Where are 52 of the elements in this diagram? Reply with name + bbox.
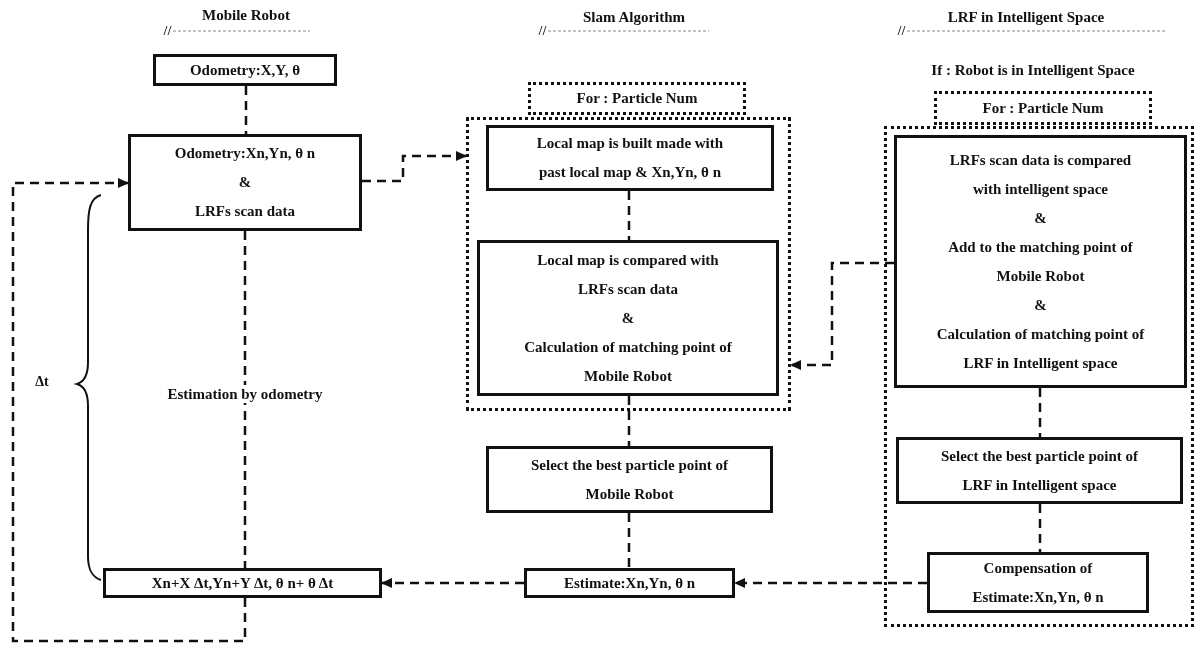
box-text: Calculation of matching point of LRF in Intelligent space [935, 324, 1146, 373]
box-text: & [621, 308, 635, 328]
loop-header-box [528, 82, 746, 115]
process-box [894, 135, 1187, 388]
box-text: For : Particle Num [982, 98, 1104, 118]
arrow [734, 578, 927, 588]
box-text: Compensation of Estimate:Xn,Yn, θ n [971, 558, 1105, 607]
box-text: LRFs scan data is compared with intelligent space [948, 150, 1133, 199]
loop-group-box [884, 126, 1194, 627]
column-heading: Slam Algorithm [582, 8, 686, 26]
connector-line [627, 396, 631, 446]
box-text: LRFs scan data [195, 202, 295, 221]
process-box [896, 437, 1183, 504]
edge-label: Estimation by odometry [164, 384, 326, 403]
box-text: & [1034, 208, 1047, 228]
process-box [153, 54, 337, 86]
column-heading: Mobile Robot [202, 6, 290, 24]
box-text: Estimate:Xn,Yn, θ n [563, 573, 696, 593]
process-box [927, 552, 1149, 613]
process-box [477, 240, 779, 396]
loop-group-box [466, 117, 791, 411]
box-text: & [238, 173, 252, 192]
box-text: For : Particle Num [576, 89, 698, 108]
condition-label: If : Robot is in Intelligent Space [931, 61, 1135, 79]
connector-line [243, 231, 247, 568]
interval-label: Δt [35, 373, 49, 391]
arrow [381, 578, 524, 588]
connector-line [627, 513, 631, 568]
arrow [362, 151, 467, 183]
box-text: Odometry:X,Y, θ [189, 60, 301, 80]
arrow [790, 261, 894, 370]
process-box [524, 568, 735, 598]
box-text: Local map is compared with LRFs scan data [536, 250, 720, 299]
process-box [103, 568, 382, 598]
box-text: Select the best particle point of LRF in Intelligent space [939, 446, 1139, 495]
column-heading: LRF in Intelligent Space [947, 8, 1105, 26]
loop-header-box [934, 91, 1152, 125]
box-text: Odometry:Xn,Yn, θ n [174, 144, 316, 163]
box-text: & [1034, 295, 1047, 315]
connector-line [1038, 504, 1042, 552]
box-text: Select the best particle point of Mobile Robot [529, 455, 729, 504]
process-box [486, 446, 773, 513]
box-text: Xn+X Δt,Yn+Y Δt, θ n+ θ Δt [151, 573, 334, 593]
process-box [128, 134, 362, 231]
connector-line [1038, 388, 1042, 437]
connector-line [627, 191, 631, 240]
box-text: Calculation of matching point of Mobile Robot [523, 337, 733, 386]
connector-line [244, 86, 248, 134]
arrow [11, 178, 247, 643]
box-text: Local map is built made with past local map & Xn,Yn, θ n [535, 134, 725, 182]
box-text: Add to the matching point of Mobile Robot [947, 237, 1134, 286]
process-box [486, 125, 774, 191]
